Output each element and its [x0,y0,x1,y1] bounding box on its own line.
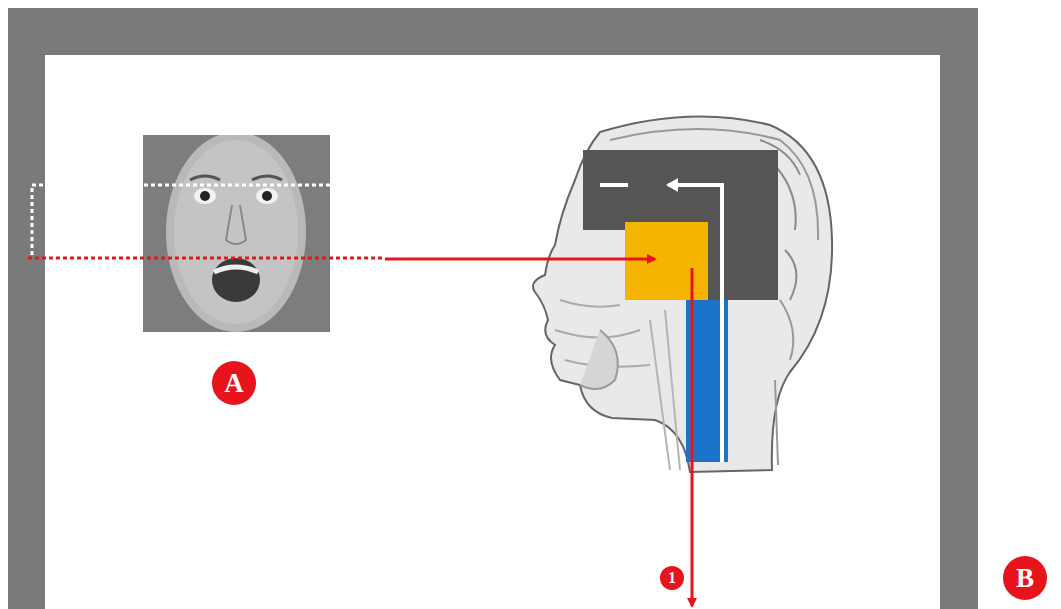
cortex-block [708,150,778,300]
callout-circle: B [1003,556,1047,600]
face-photo [143,135,330,332]
input-arrow [385,258,655,261]
output-arrow [691,268,694,606]
callout-letter: A [224,370,244,397]
dotted-eye-line [32,185,330,258]
cortical-pathway [600,183,628,187]
cortical-pathway [668,185,722,462]
callout-letter: B [1016,565,1034,592]
frame [8,8,978,609]
head-illustration [533,116,832,472]
callout-circle: 1 [660,566,684,590]
panel [45,55,940,609]
callout-letter: 1 [668,570,676,586]
callout-circle: A [212,361,256,405]
amygdala-block [625,222,708,300]
dotted-input-line [28,257,385,260]
